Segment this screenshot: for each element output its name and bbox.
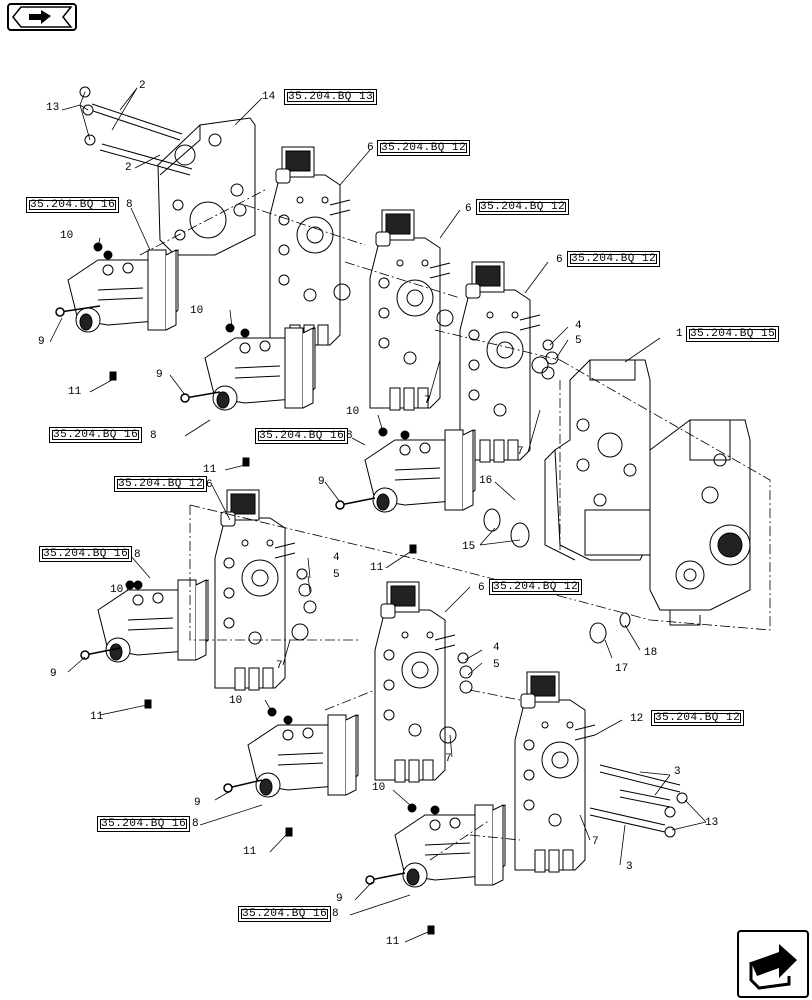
callout-16: 16 (479, 475, 493, 487)
ref-box-end-cover[interactable]: 35.204.BQ 13 (284, 89, 378, 105)
inlet-cover-1 (544, 359, 751, 626)
alignment-lines (139, 189, 771, 861)
callout-11: 11 (386, 936, 400, 948)
callout-8: 8 (126, 199, 133, 211)
callout-8: 8 (332, 908, 339, 920)
back-button[interactable] (7, 3, 77, 31)
callout-9: 9 (336, 893, 343, 905)
callout-6: 6 (367, 142, 374, 154)
callout-11: 11 (90, 711, 104, 723)
callout-9: 9 (318, 476, 325, 488)
callout-9: 9 (156, 369, 163, 381)
callout-13: 13 (705, 817, 719, 829)
callout-5: 5 (333, 569, 340, 581)
ref-box-section[interactable]: 35.204.BQ 12 (377, 140, 471, 156)
ref-box-cap[interactable]: 35.204.BQ 16 (26, 197, 120, 213)
callout-13: 13 (46, 102, 60, 114)
ref-box-inlet-cover[interactable]: 35.204.BQ 15 (686, 326, 780, 342)
callout-3: 3 (674, 766, 681, 778)
section-back-arrow-icon (12, 6, 73, 28)
callout-3: 3 (626, 861, 633, 873)
mounting-screws-9 (55, 305, 406, 885)
callout-15: 15 (462, 541, 476, 553)
callout-8: 8 (192, 818, 199, 830)
callout-10: 10 (110, 584, 124, 596)
callout-10: 10 (229, 695, 243, 707)
callout-5: 5 (493, 659, 500, 671)
leader-lines (49, 87, 707, 943)
ref-box-cap[interactable]: 35.204.BQ 16 (255, 428, 349, 444)
ref-box-cap[interactable]: 35.204.BQ 16 (49, 427, 143, 443)
callout-9: 9 (38, 336, 45, 348)
callout-6: 6 (556, 254, 563, 266)
callout-7: 7 (276, 660, 283, 672)
callout-7: 7 (517, 446, 524, 458)
callout-8: 8 (134, 549, 141, 561)
callout-7: 7 (445, 753, 452, 765)
callout-8: 8 (346, 430, 353, 442)
callout-2: 2 (139, 80, 146, 92)
callout-4: 4 (333, 552, 340, 564)
callout-9: 9 (194, 797, 201, 809)
ref-box-cap[interactable]: 35.204.BQ 16 (39, 546, 133, 562)
callout-17: 17 (615, 663, 629, 675)
ref-box-section[interactable]: 35.204.BQ 12 (567, 251, 661, 267)
callout-11: 11 (203, 464, 217, 476)
callout-4: 4 (575, 320, 582, 332)
callout-5: 5 (575, 335, 582, 347)
callout-7: 7 (592, 836, 599, 848)
callout-6: 6 (478, 582, 485, 594)
callout-2: 2 (125, 162, 132, 174)
callout-12: 12 (630, 713, 644, 725)
callout-11: 11 (68, 386, 82, 398)
next-page-arrow-icon (749, 944, 797, 990)
tie-rods-3 (589, 764, 688, 838)
callout-10: 10 (346, 406, 360, 418)
callout-6: 6 (465, 203, 472, 215)
callout-18: 18 (644, 647, 658, 659)
ref-box-section[interactable]: 35.204.BQ 12 (651, 710, 745, 726)
callout-10: 10 (190, 305, 204, 317)
ref-box-section[interactable]: 35.204.BQ 12 (476, 199, 570, 215)
ref-box-section[interactable]: 35.204.BQ 12 (489, 579, 583, 595)
seals-and-fittings (291, 283, 631, 744)
callout-4: 4 (493, 642, 500, 654)
callout-10: 10 (60, 230, 74, 242)
next-button[interactable] (737, 930, 809, 998)
callout-14: 14 (262, 91, 276, 103)
end-cover-14 (157, 117, 256, 256)
ref-box-section[interactable]: 35.204.BQ 12 (114, 476, 208, 492)
callout-11: 11 (243, 846, 257, 858)
callout-1: 1 (676, 328, 683, 340)
ref-box-cap[interactable]: 35.204.BQ 16 (238, 906, 332, 922)
callout-11: 11 (370, 562, 384, 574)
ref-box-cap[interactable]: 35.204.BQ 16 (97, 816, 191, 832)
callout-9: 9 (50, 668, 57, 680)
callout-8: 8 (150, 430, 157, 442)
callout-7: 7 (424, 395, 431, 407)
callout-6: 6 (206, 479, 213, 491)
callout-10: 10 (372, 782, 386, 794)
